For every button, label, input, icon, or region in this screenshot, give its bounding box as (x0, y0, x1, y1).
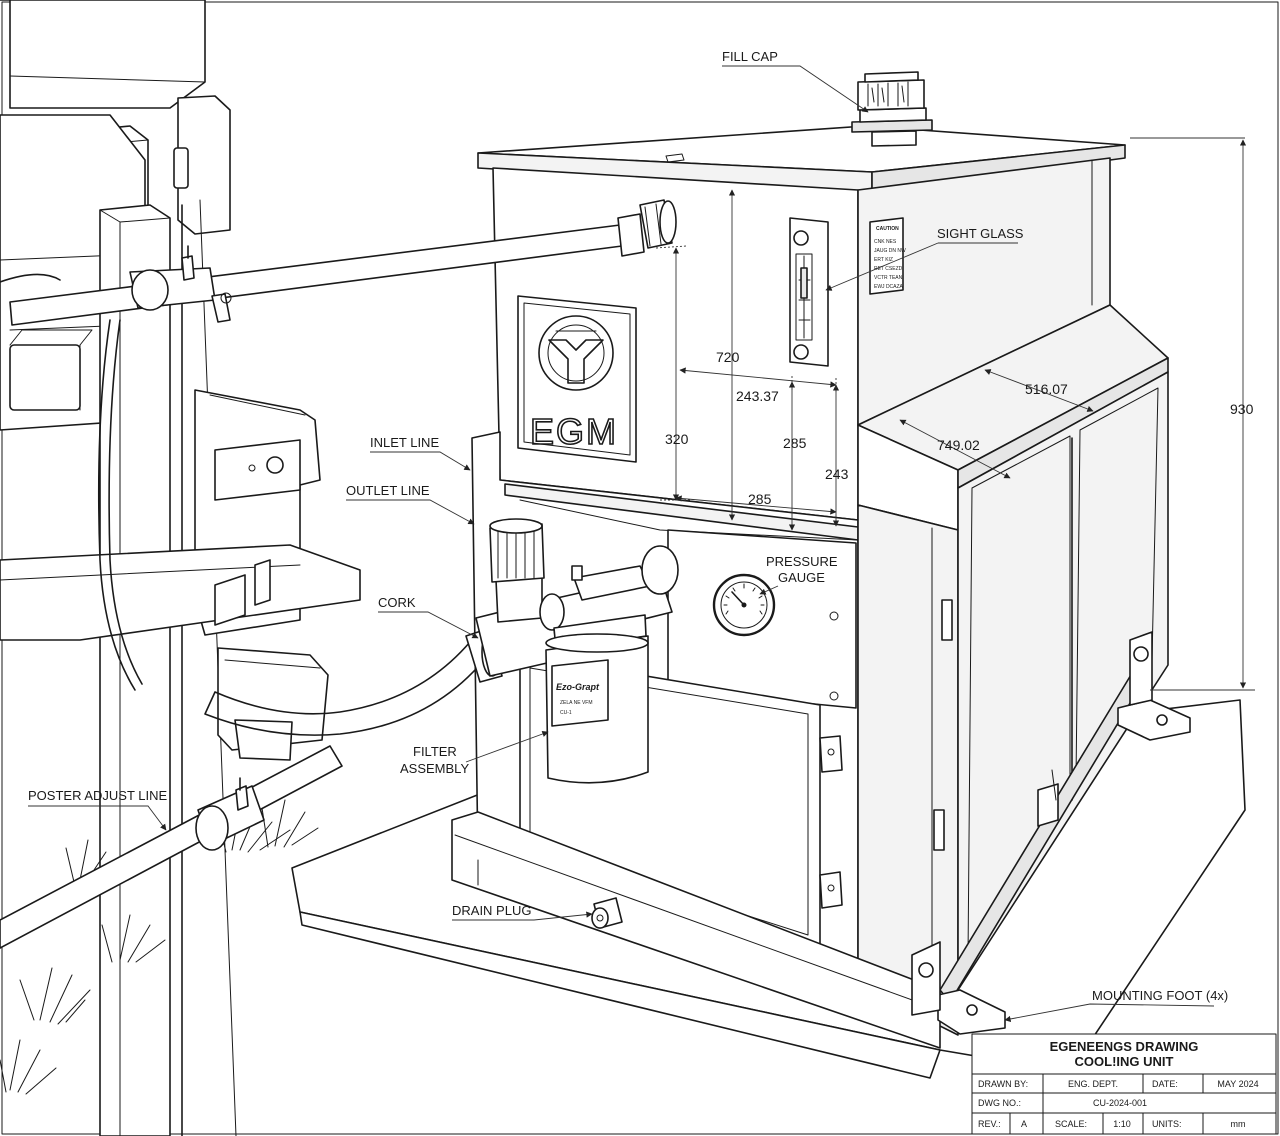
filter-model-label: ZELA NE VFM (560, 700, 593, 706)
svg-text:JAUG DN NW: JAUG DN NW (874, 248, 906, 254)
title-block-rev-value: A (1021, 1119, 1027, 1129)
callout-cork: CORK (378, 595, 416, 610)
dim-749-02: 749.02 (937, 437, 980, 453)
callout-filter-line2: ASSEMBLY (400, 761, 469, 776)
side-latches (819, 735, 843, 909)
title-block (971, 1033, 1277, 1135)
filter-part-label: CU-1 (560, 710, 572, 716)
dim-930: 930 (1230, 401, 1254, 417)
mounting-foot-rear (1037, 631, 1191, 827)
title-block-scale-value: 1:10 (1113, 1119, 1131, 1129)
dim-320: 320 (665, 431, 689, 447)
background-machinery (0, 0, 361, 1136)
svg-text:RET CSEZD: RET CSEZD (874, 266, 903, 272)
callout-poster-adjust-line: POSTER ADJUST LINE (28, 788, 168, 803)
callout-mounting-foot: MOUNTING FOOT (4x) (1092, 988, 1228, 1003)
svg-text:VCTR TEAN: VCTR TEAN (874, 275, 903, 281)
callout-outlet-line: OUTLET LINE (346, 483, 430, 498)
dim-516-07: 516.07 (1025, 381, 1068, 397)
filter-brand-label: Ezo-Grapt (556, 682, 600, 692)
svg-text:CAUTION: CAUTION (876, 226, 899, 232)
title-block-dwg-no-value: CU-2024-001 (1093, 1098, 1147, 1108)
dim-243: 243 (825, 466, 849, 482)
title-block-scale-label: SCALE: (1055, 1119, 1087, 1129)
callout-drain-plug: DRAIN PLUG (452, 903, 531, 918)
dimension-lines (655, 137, 1255, 691)
svg-text:EWJ DCAZA: EWJ DCAZA (874, 284, 904, 290)
grass (0, 799, 319, 1095)
dim-243-37: 243.37 (736, 388, 779, 404)
callout-pressure-gauge-line2: GAUGE (778, 570, 825, 585)
pipe-clamp-upper (129, 245, 232, 323)
title-block-drawn-by-value: ENG. DEPT. (1068, 1079, 1118, 1089)
dim-285-vertical: 285 (783, 435, 807, 451)
drain-plug[interactable] (591, 897, 623, 929)
title-block-title-line2: COOL!ING UNIT (1075, 1054, 1174, 1069)
fill-cap[interactable] (851, 71, 933, 147)
title-block-rev-label: REV.: (978, 1119, 1001, 1129)
callout-pressure-gauge-line1: PRESSURE (766, 554, 838, 569)
title-block-drawn-by-label: DRAWN BY: (978, 1079, 1028, 1089)
mounting-foot-front (911, 941, 1006, 1035)
title-block-title-line1: EGENEENGS DRAWING (1050, 1039, 1199, 1054)
title-block-date-value: MAY 2024 (1217, 1079, 1258, 1089)
warning-plate: CAUTION CNK NES JAUG DN NW ERT KIZ RET C… (869, 217, 906, 295)
title-block-units-label: UNITS: (1152, 1119, 1182, 1129)
callout-leaders (28, 65, 1215, 1023)
egm-logo-text: EGM (530, 411, 618, 452)
poster-adjust-pipe (0, 745, 343, 949)
title-block-date-label: DATE: (1152, 1079, 1178, 1089)
title-block-units-value: mm (1231, 1119, 1246, 1129)
callout-filter-line1: FILTER (413, 744, 457, 759)
title-block-dwg-no-label: DWG NO.: (978, 1098, 1021, 1108)
dim-720: 720 (716, 349, 740, 365)
pressure-gauge (712, 573, 776, 637)
dim-285-horizontal: 285 (748, 491, 772, 507)
filter-assembly (539, 545, 679, 784)
sight-glass (789, 217, 829, 367)
callout-fill-cap: FILL CAP (722, 49, 778, 64)
svg-text:ERT KIZ: ERT KIZ (874, 257, 893, 263)
egm-logo-emblem (538, 315, 614, 391)
callout-inlet-line: INLET LINE (370, 435, 439, 450)
outlet-valve[interactable] (475, 518, 561, 677)
callout-sight-glass: SIGHT GLASS (937, 226, 1024, 241)
svg-text:CNK NES: CNK NES (874, 239, 897, 245)
